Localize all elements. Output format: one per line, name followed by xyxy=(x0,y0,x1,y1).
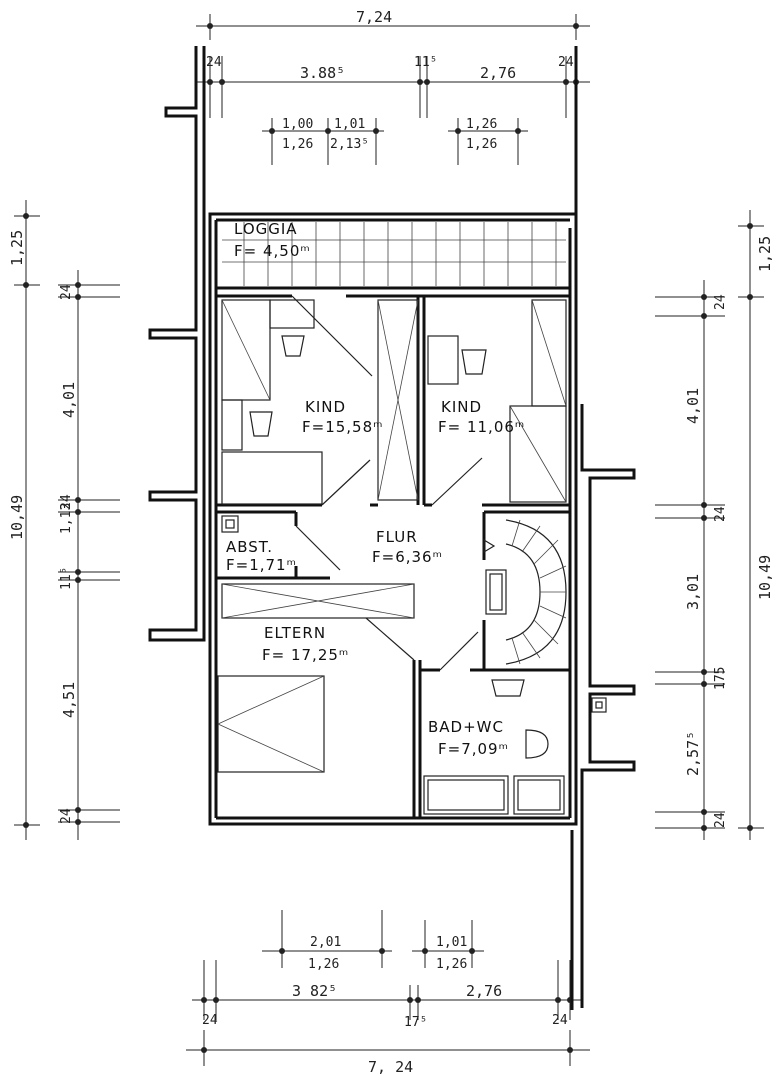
dim-win2-top: 1,01 xyxy=(334,117,365,132)
dim-left-24a: 24 xyxy=(59,284,74,300)
staircase xyxy=(483,519,567,665)
dim-bot-c: 2,76 xyxy=(466,982,502,1000)
dim-bot-right24: 24 xyxy=(552,1013,568,1028)
dim-top-b: 11⁵ xyxy=(414,55,437,70)
dim-right-24c: 24 xyxy=(713,812,728,828)
dim-win2-bot: 2,13⁵ xyxy=(330,137,369,152)
abst-name: ABST. xyxy=(226,538,273,556)
dim-bot-total: 7, 24 xyxy=(368,1058,413,1076)
eltern-area: F= 17,25ᵐ xyxy=(262,646,349,664)
kind2-name: KIND xyxy=(441,398,482,416)
door-swings xyxy=(291,295,483,671)
dim-top-a: 3.88⁵ xyxy=(300,64,345,82)
dim-left-451: 4,51 xyxy=(60,682,78,718)
dim-bot-win2-top: 1,01 xyxy=(436,935,467,950)
kind1-name: KIND xyxy=(305,398,346,416)
dim-left-24c: 24 xyxy=(59,808,74,824)
dim-top-c: 2,76 xyxy=(480,64,516,82)
furniture xyxy=(217,299,607,815)
dim-right-125: 1,25 xyxy=(756,236,774,272)
dim-right-24a: 24 xyxy=(713,294,728,310)
dim-right-total: 10,49 xyxy=(756,555,774,600)
dimension-labels: 7,24 24 3.88⁵ 11⁵ 2,76 24 1,00 1,26 1,01… xyxy=(8,8,774,1076)
abst-area: F=1,71ᵐ xyxy=(226,556,297,574)
dim-top-total: 7,24 xyxy=(356,8,392,26)
loggia-name: LOGGIA xyxy=(234,220,298,238)
dim-bot-a: 3 82⁵ xyxy=(292,982,337,1000)
bad-area: F=7,09ᵐ xyxy=(438,740,509,758)
interior-walls xyxy=(216,294,570,818)
kind2-area: F= 11,06ᵐ xyxy=(438,418,525,436)
dim-win1-bot: 1,26 xyxy=(282,137,313,152)
dim-bot-win1-bot: 1,26 xyxy=(308,957,339,972)
exterior-walls xyxy=(148,46,636,1010)
dim-right-24b: 24 xyxy=(713,506,728,522)
dim-top-left24: 24 xyxy=(206,55,222,70)
dim-win3-bot: 1,26 xyxy=(466,137,497,152)
room-labels: LOGGIA F= 4,50ᵐ KIND F=15,58ᵐ KIND F= 11… xyxy=(226,220,525,758)
dim-bot-left24: 24 xyxy=(202,1013,218,1028)
dim-left-total: 10,49 xyxy=(8,495,26,540)
dim-top-right24: 24 xyxy=(558,55,574,70)
dim-bot-b: 17⁵ xyxy=(404,1015,427,1030)
bad-name: BAD+WC xyxy=(428,718,504,736)
dim-bot-win2-bot: 1,26 xyxy=(436,957,467,972)
dim-win3-top: 1,26 xyxy=(466,117,497,132)
dim-right-401: 4,01 xyxy=(684,388,702,424)
dim-left-115: 11⁵ xyxy=(59,567,74,590)
house-outline xyxy=(208,212,578,826)
dim-left-24b: 24 xyxy=(59,494,74,510)
dim-right-301: 3,01 xyxy=(684,574,702,610)
dim-right-175: 175 xyxy=(713,667,728,690)
dim-right-2575: 2,57⁵ xyxy=(684,731,702,776)
kind1-area: F=15,58ᵐ xyxy=(302,418,383,436)
flur-name: FLUR xyxy=(376,528,418,546)
loggia-area: F= 4,50ᵐ xyxy=(234,242,311,260)
dim-left-401: 4,01 xyxy=(60,382,78,418)
dim-left-113: 1,13 xyxy=(59,503,74,534)
dim-bot-win1-top: 2,01 xyxy=(310,935,341,950)
eltern-name: ELTERN xyxy=(264,624,326,642)
dim-left-125: 1,25 xyxy=(8,230,26,266)
flur-area: F=6,36ᵐ xyxy=(372,548,443,566)
dim-win1-top: 1,00 xyxy=(282,117,313,132)
loggia-tiles xyxy=(216,222,570,290)
